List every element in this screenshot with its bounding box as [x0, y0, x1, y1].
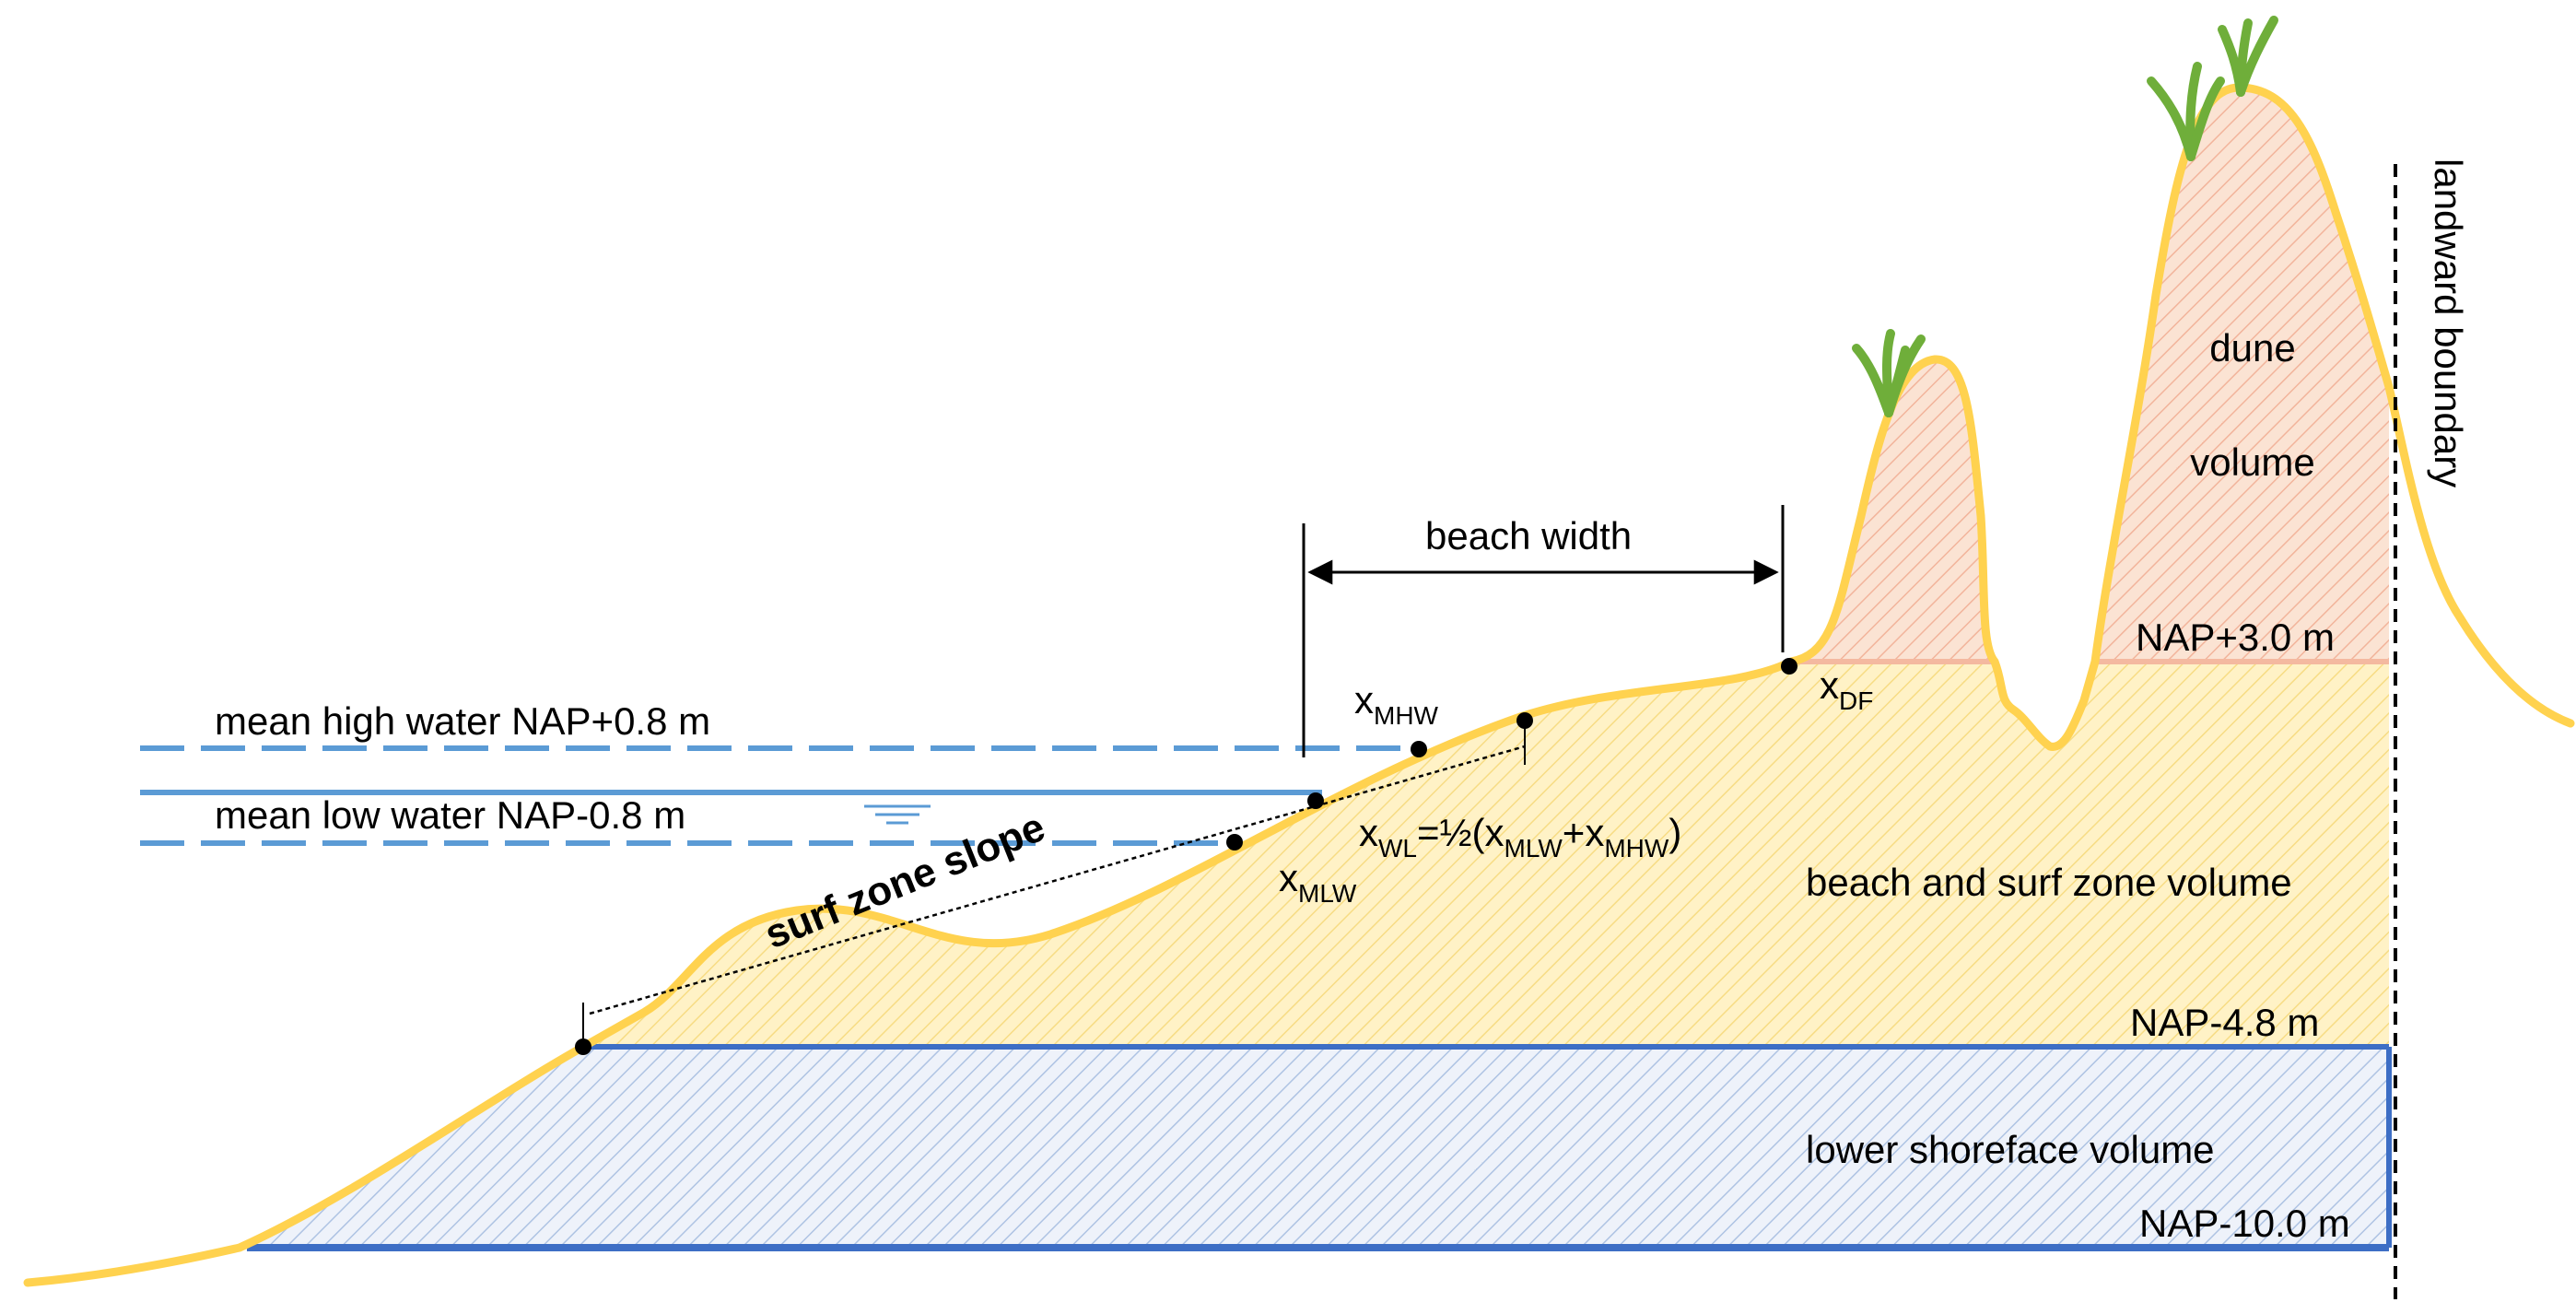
beach-surf-zone-volume-area: [583, 662, 2389, 1047]
dune-volume-label-line2: volume: [2190, 440, 2314, 484]
nap-minus-10-label: NAP-10.0 m: [2139, 1202, 2350, 1245]
x-wl-p3: +x: [1563, 811, 1605, 854]
x-df-base: x: [1820, 663, 1839, 707]
x-mhw-sub: MHW: [1374, 701, 1439, 730]
grass-tuft-icon: [2147, 62, 2225, 161]
x-mlw-point: [1226, 834, 1243, 851]
x-wl-point: [1307, 792, 1324, 809]
mean-low-water-label: mean low water NAP-0.8 m: [215, 793, 685, 837]
small-dune-volume-area: [1791, 358, 1995, 662]
grass-tuft-icon: [2218, 16, 2278, 97]
surf-zone-slope-line: [589, 745, 1526, 1015]
beach-surf-zone-volume-label: beach and surf zone volume: [1806, 861, 2292, 904]
lower-shoreface-volume-label: lower shoreface volume: [1806, 1128, 2215, 1171]
x-df-sub: DF: [1839, 686, 1873, 715]
sand-profile-outline: [23, 83, 2575, 1287]
x-wl-s1: WL: [1378, 834, 1417, 862]
x-wl-formula-label: xWL=½(xMLW+xMHW): [1359, 811, 1681, 862]
x-wl-p2: =½(x: [1417, 811, 1505, 854]
x-mhw-label: xMHW: [1354, 678, 1439, 730]
x-mhw-base: x: [1354, 678, 1374, 722]
x-mhw-point: [1411, 741, 1427, 757]
slope-top-point: [1516, 712, 1533, 729]
beach-width-label: beach width: [1425, 514, 1632, 557]
nap-minus-4-8-label: NAP-4.8 m: [2130, 1001, 2319, 1044]
lower-shoreface-volume-area: [249, 1047, 2389, 1248]
x-wl-s3: MHW: [1604, 834, 1669, 862]
mean-high-water-label: mean high water NAP+0.8 m: [215, 699, 710, 743]
landward-boundary-label: landward boundary: [2427, 158, 2470, 487]
x-df-point: [1781, 658, 1797, 675]
x-wl-p4: ): [1669, 811, 1681, 854]
x-wl-p1: x: [1359, 811, 1378, 854]
slope-toe-point: [575, 1038, 591, 1055]
x-mlw-base: x: [1279, 856, 1298, 899]
nap-plus-3-label: NAP+3.0 m: [2136, 616, 2335, 659]
dune-volume-label-line1: dune: [2209, 326, 2295, 370]
x-mlw-label: xMLW: [1279, 856, 1357, 908]
large-dune-volume-area: [2095, 88, 2389, 662]
x-df-label: xDF: [1820, 663, 1873, 715]
grass-tuft-icon: [1852, 329, 1926, 417]
x-wl-s2: MLW: [1505, 834, 1563, 862]
x-mlw-sub: MLW: [1298, 879, 1357, 908]
water-level-symbol-icon: [864, 804, 931, 825]
